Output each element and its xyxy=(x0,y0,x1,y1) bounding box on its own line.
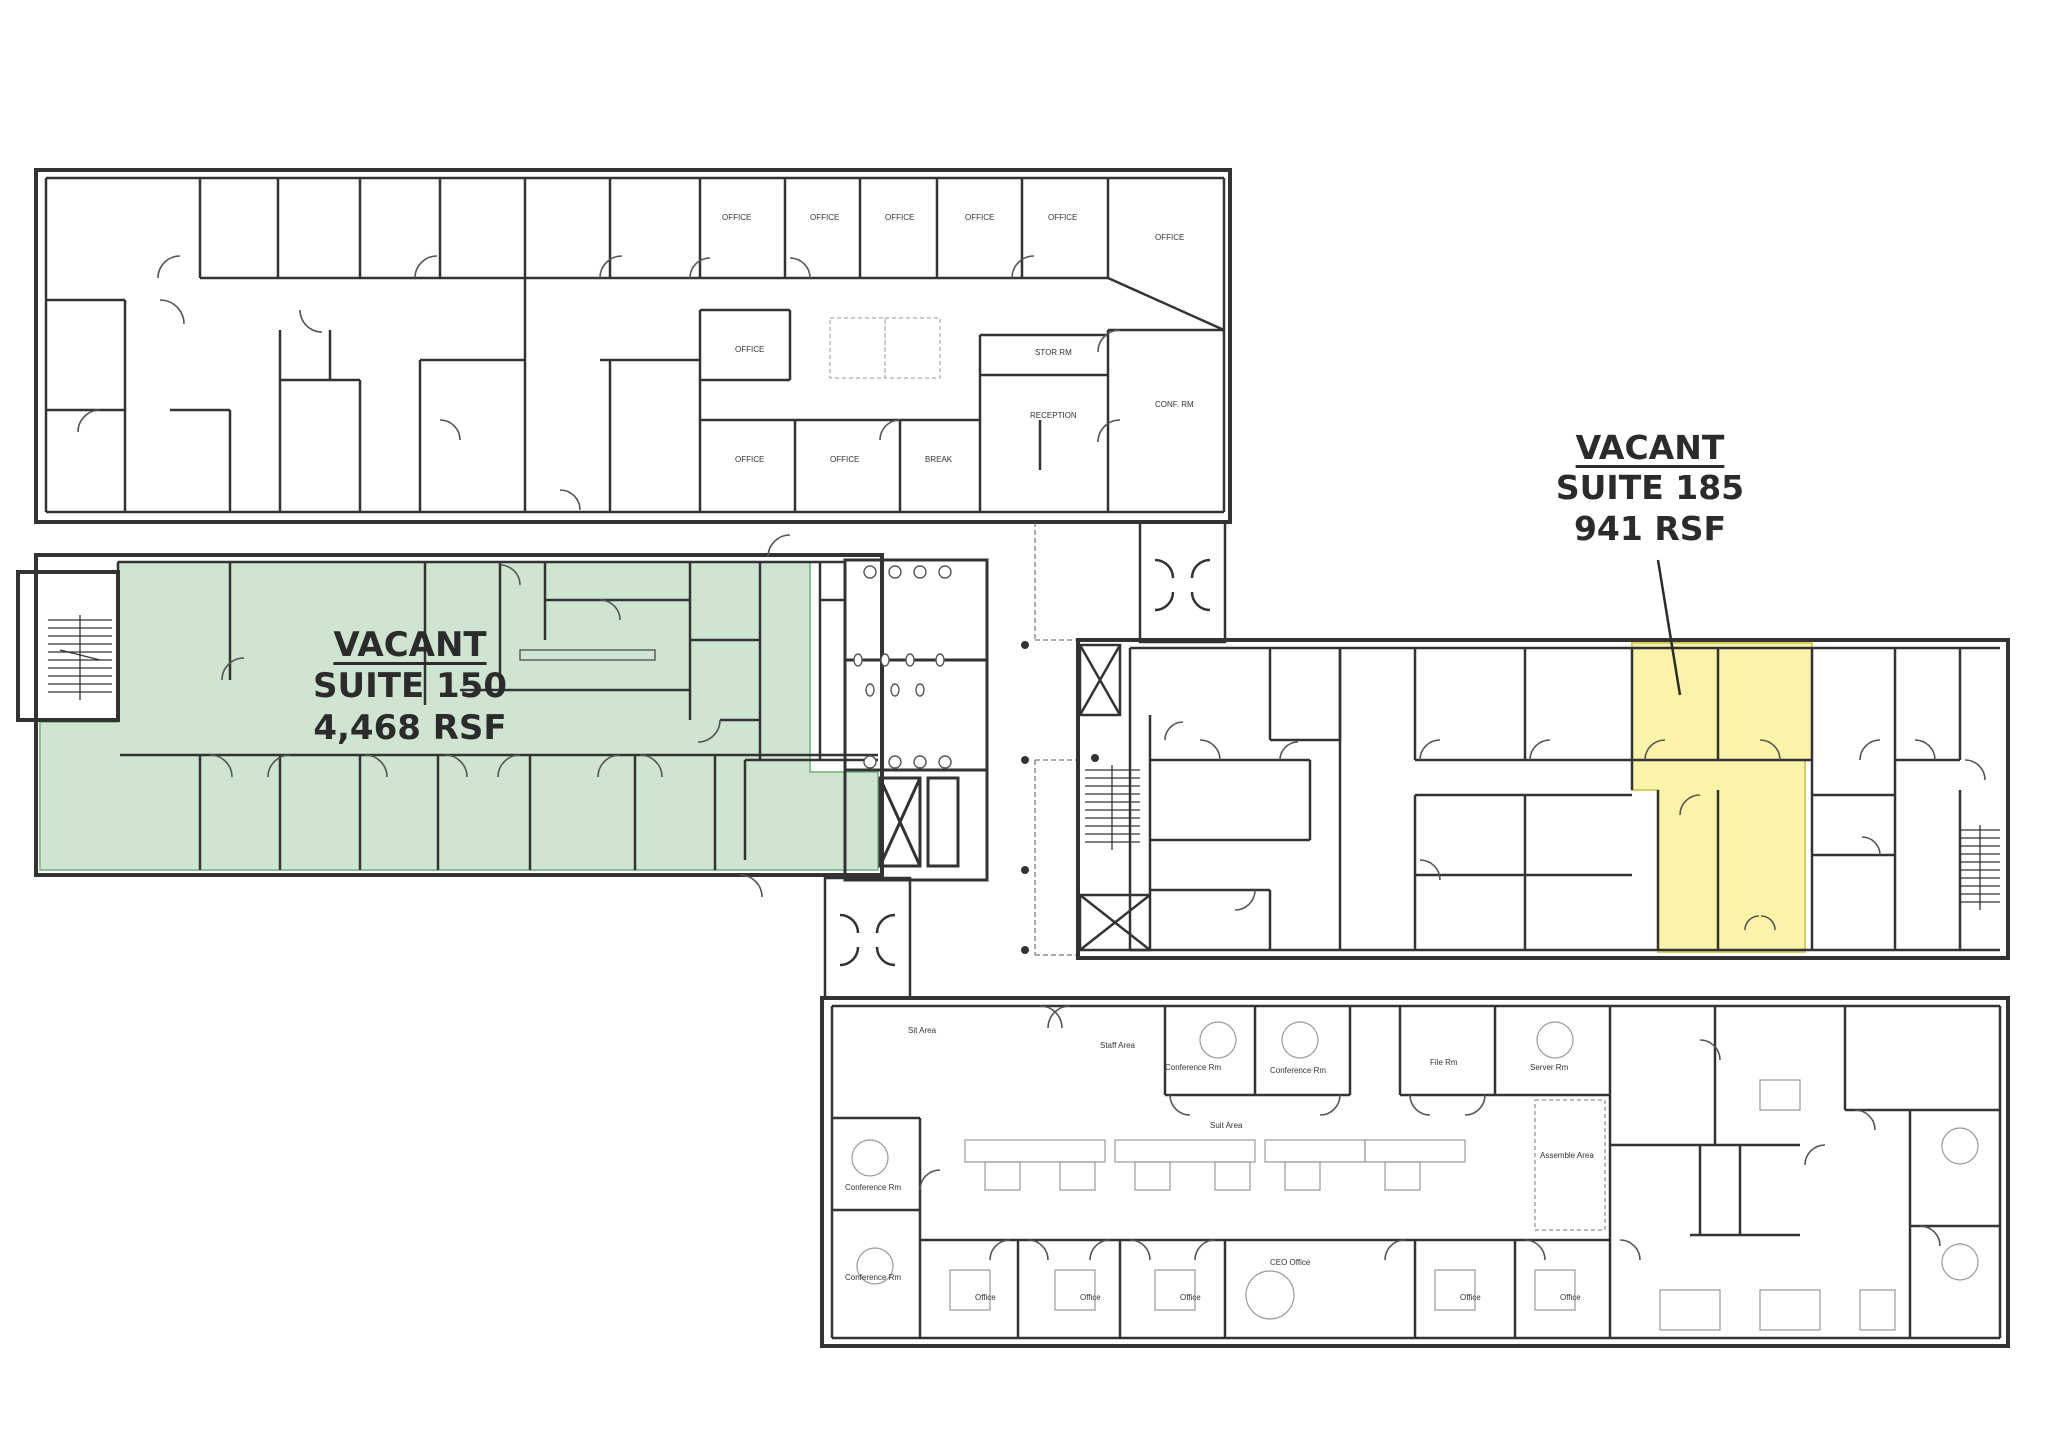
label-break: BREAK xyxy=(925,455,953,464)
south-wing xyxy=(820,996,2010,1348)
core-fixtures xyxy=(853,565,952,769)
label-conference-rm-1: Conference Rm xyxy=(1165,1063,1221,1072)
upper-workstations xyxy=(829,317,941,379)
label-office-lower-4: Office xyxy=(1460,1293,1481,1302)
east-wing xyxy=(1076,638,2010,960)
suite-150-area: 4,468 RSF xyxy=(313,707,507,748)
south-room-labels: Sit Area Staff Area Conference Rm Confer… xyxy=(845,1026,1594,1302)
suite-150-callout: VACANT SUITE 150 4,468 RSF xyxy=(230,625,590,749)
label-office-2: OFFICE xyxy=(810,213,839,222)
label-office-lower-5: Office xyxy=(1560,1293,1581,1302)
label-server-rm: Server Rm xyxy=(1530,1063,1569,1072)
label-conference-rm-2: Conference Rm xyxy=(1270,1066,1326,1075)
core xyxy=(843,558,989,882)
stair-center xyxy=(1085,765,1140,850)
suite-150-status: VACANT xyxy=(333,625,487,665)
stair-right xyxy=(1960,825,2000,910)
label-suit-area: Suit Area xyxy=(1210,1121,1243,1130)
label-office-3: OFFICE xyxy=(885,213,914,222)
label-office-7: OFFICE xyxy=(735,345,764,354)
label-office-lower-3: Office xyxy=(1180,1293,1201,1302)
lobby-columns xyxy=(1021,641,1099,954)
suite-185-name: SUITE 185 xyxy=(1555,468,1745,508)
label-assemble-area: Assemble Area xyxy=(1540,1151,1594,1160)
upper-wing-interior xyxy=(44,176,1226,514)
suite-185-status: VACANT xyxy=(1575,428,1725,467)
label-office-8: OFFICE xyxy=(735,455,764,464)
label-office-lower-2: Office xyxy=(1080,1293,1101,1302)
lobby xyxy=(1034,522,1080,956)
upper-doors xyxy=(77,255,1121,511)
south-wing-interior xyxy=(830,1004,2002,1340)
label-office-9: OFFICE xyxy=(830,455,859,464)
label-sit-area: Sit Area xyxy=(908,1026,937,1035)
label-office-6: OFFICE xyxy=(1155,233,1184,242)
east-wing-doors xyxy=(1164,721,1986,931)
east-wing-interior xyxy=(1078,643,2000,952)
label-conf-rm: CONF. RM xyxy=(1155,400,1194,409)
label-reception: RECEPTION xyxy=(1030,411,1077,420)
suite-150-counter xyxy=(519,649,656,661)
suite-150-name: SUITE 150 xyxy=(313,666,507,707)
label-staff-area: Staff Area xyxy=(1100,1041,1136,1050)
label-conference-rm-3: Conference Rm xyxy=(845,1183,901,1192)
suite-185-leader xyxy=(1656,559,1682,696)
stair-left xyxy=(48,615,112,700)
upper-wing xyxy=(34,168,1232,524)
suite-185-area: 941 RSF xyxy=(1573,508,1727,548)
suite-185-callout: VACANT SUITE 185 941 RSF xyxy=(1530,428,1770,549)
south-wing-furniture xyxy=(851,1021,1979,1331)
label-office-1: OFFICE xyxy=(722,213,751,222)
suite-150-interior xyxy=(116,560,878,870)
label-conference-rm-4: Conference Rm xyxy=(845,1273,901,1282)
label-office-4: OFFICE xyxy=(965,213,994,222)
upper-room-labels: OFFICE OFFICE OFFICE OFFICE OFFICE OFFIC… xyxy=(722,213,1194,464)
label-file-rm: File Rm xyxy=(1430,1058,1458,1067)
suite-150-doors xyxy=(209,534,791,898)
assemble-area-outline xyxy=(1534,1099,1606,1231)
label-ceo-office: CEO Office xyxy=(1270,1258,1311,1267)
south-wing-doors xyxy=(919,1005,1941,1261)
label-office-5: OFFICE xyxy=(1048,213,1077,222)
label-storage: STOR RM xyxy=(1035,348,1072,357)
label-office-lower-1: Office xyxy=(975,1293,996,1302)
